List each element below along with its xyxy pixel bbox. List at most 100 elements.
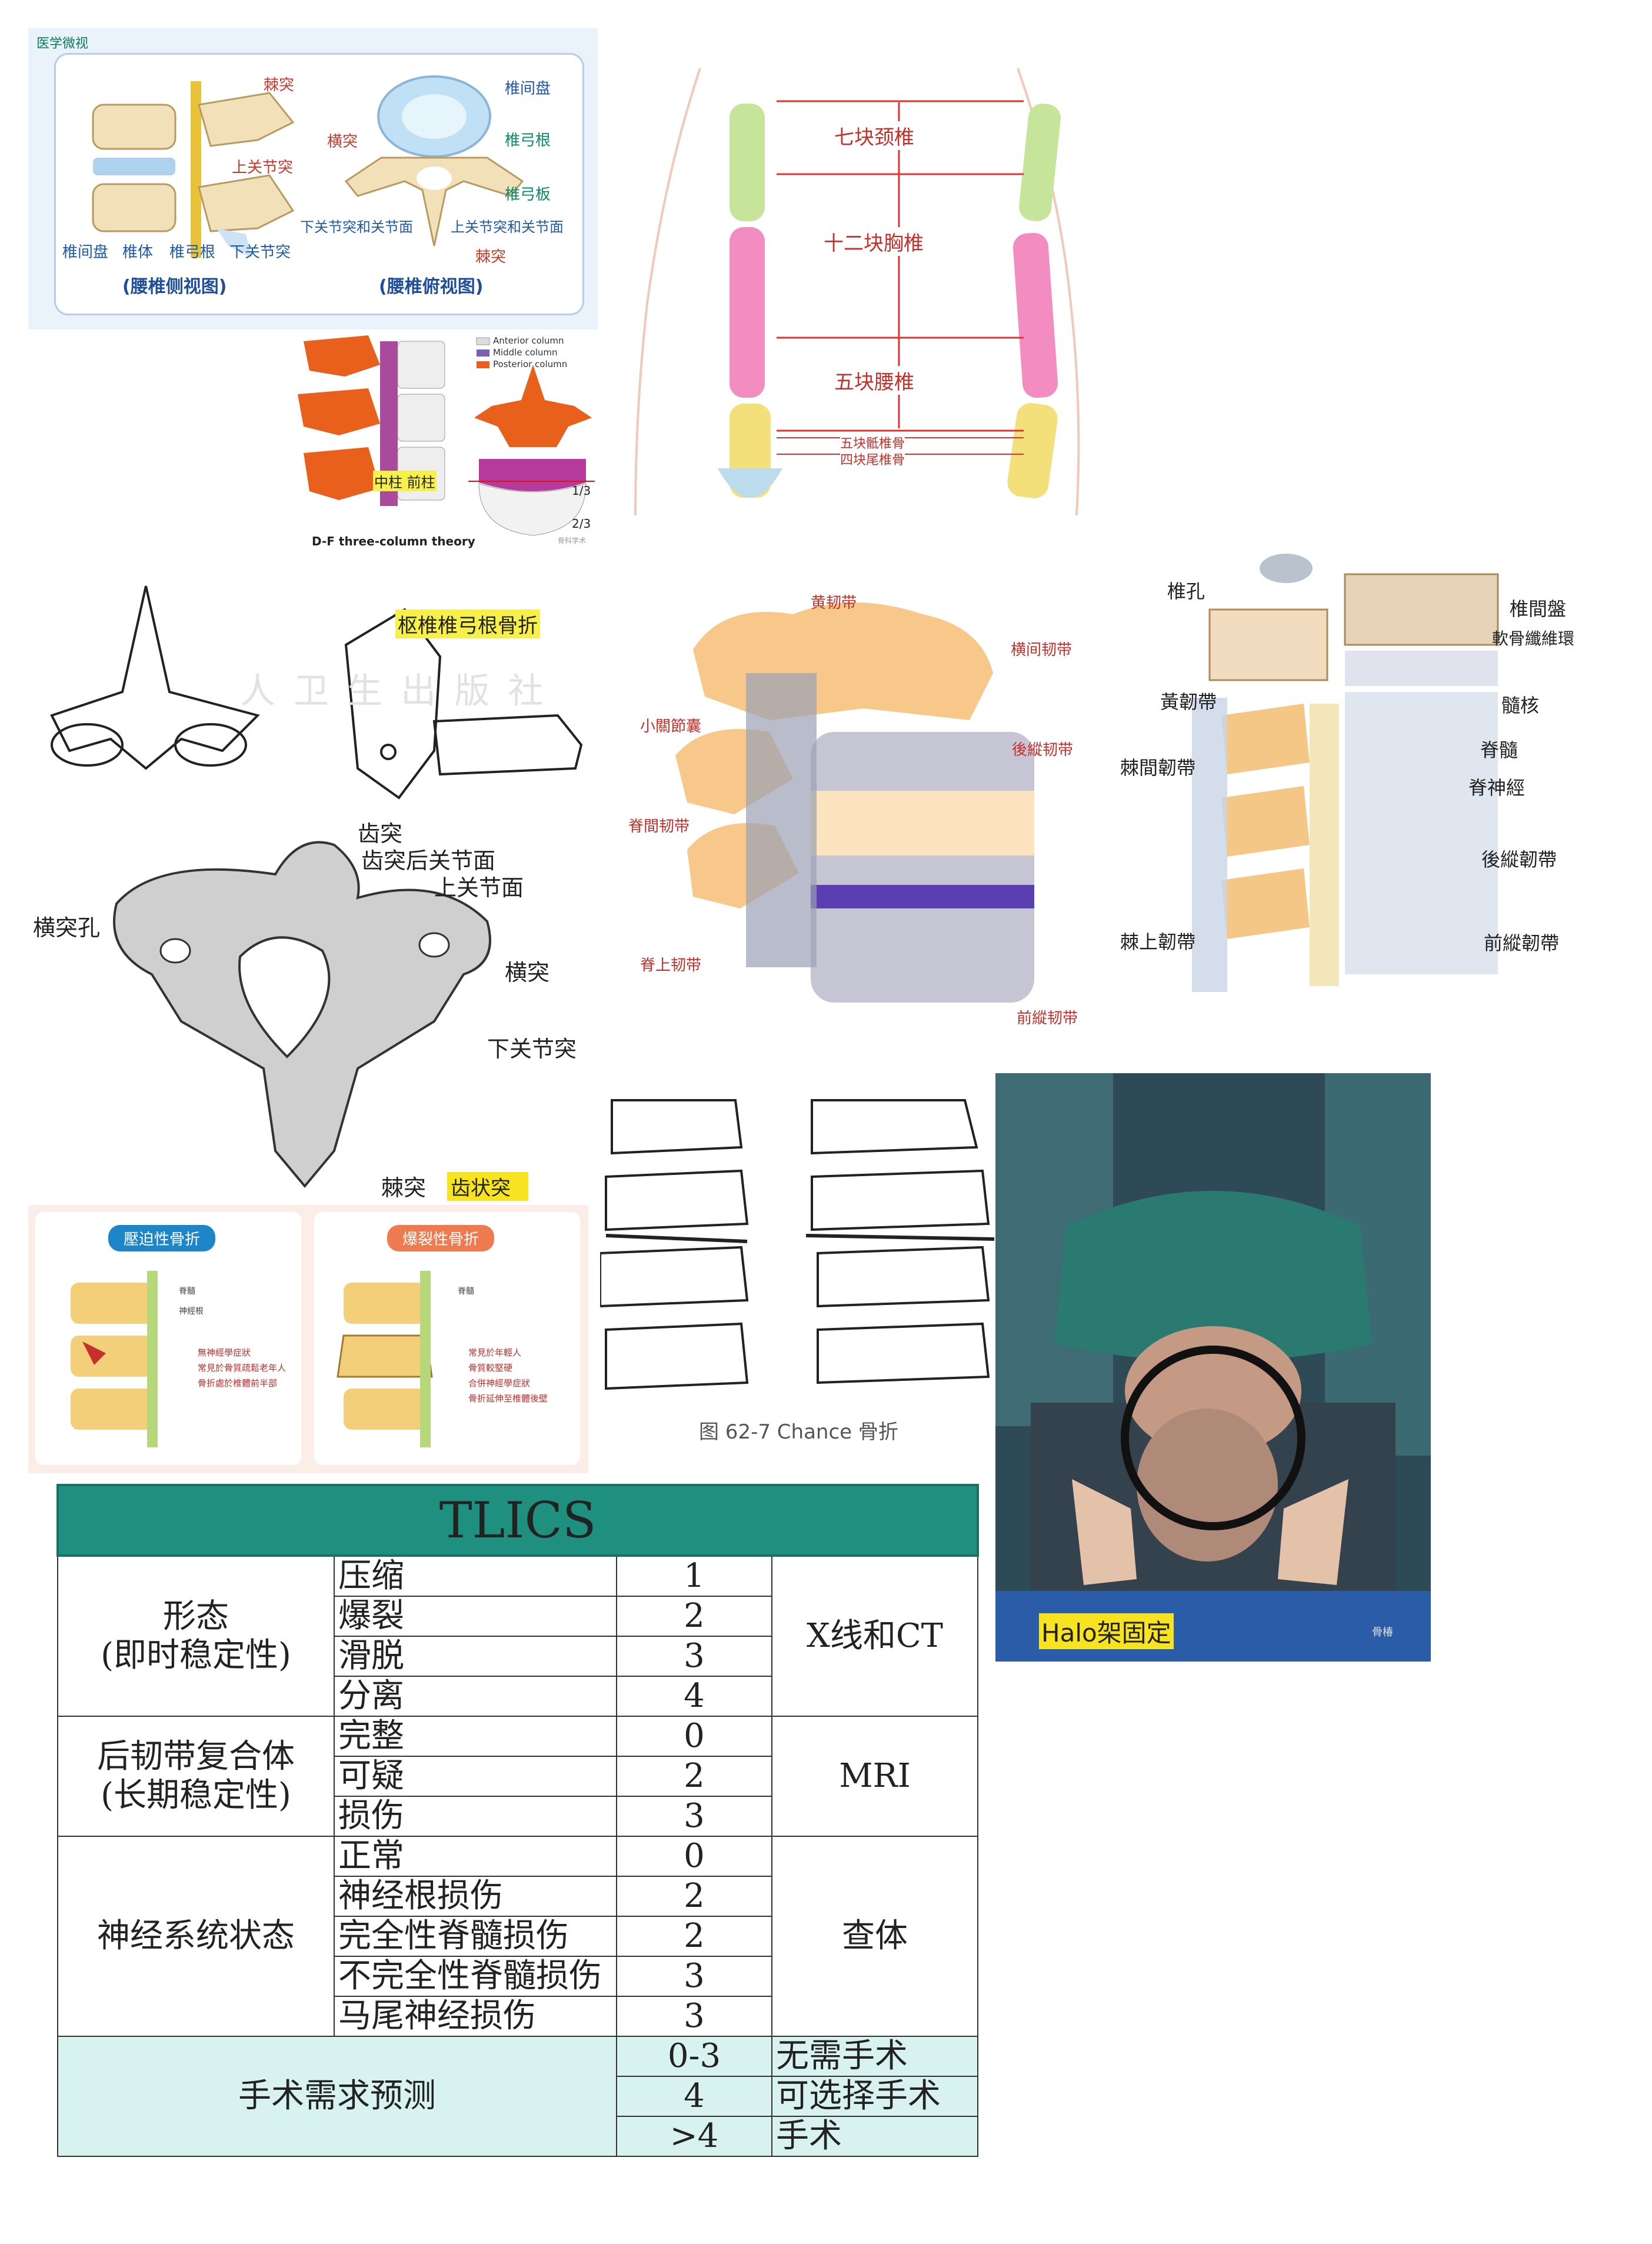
legend-anterior: Anterior column (493, 335, 564, 346)
chance-fracture-panel: 图 62-7 Chance 骨折 (600, 1088, 1000, 1465)
caption-lateral-view: (腰椎侧视图) (122, 277, 227, 297)
top-label-superior-facet: 上关节突和关节面 (451, 219, 564, 235)
canal-label-anterior-longitudinal: 前縱韌帶 (1484, 932, 1560, 954)
burst-bullet-1: 常見於年輕人 (468, 1347, 522, 1358)
axis-highlight-label: 枢椎椎弓根骨折 (395, 610, 540, 638)
row-translation-label: 滑脱 (334, 1636, 617, 1677)
row-suspected-score: 2 (616, 1756, 772, 1797)
canal-label-flavum: 黃韌帶 (1160, 691, 1217, 713)
tlics-title: TLICS (56, 1484, 979, 1557)
surgery-advice-3: 手术 (771, 2116, 978, 2157)
row-intact-score: 0 (616, 1716, 772, 1757)
burst-bullet-3: 合併神經學症狀 (468, 1378, 531, 1389)
ligament-label-intertransverse: 横间韧带 (1011, 641, 1073, 659)
three-column-source: 骨科学术 (558, 537, 587, 545)
ligament-label-posterior-longitudinal: 後縱韧带 (1012, 741, 1074, 759)
row-distraction-label: 分离 (334, 1676, 617, 1717)
axis-label-dens: 齿突 (358, 821, 403, 847)
axis-label-dens-posterior-facet: 齿突后关节面 (361, 848, 496, 874)
group-plc-line1: 后韧带复合体 (97, 1737, 295, 1776)
group-plc-line2: (长期稳定性) (101, 1776, 291, 1814)
segment-sacral: 五块骶椎骨 (840, 433, 905, 452)
compression-bullet-3: 骨折處於椎體前半部 (198, 1378, 278, 1389)
canal-illustration (1192, 554, 1499, 992)
spine-illustration (634, 68, 1080, 515)
segment-lumbar: 五块腰椎 (834, 366, 914, 395)
legend-posterior: Posterior column (493, 359, 568, 369)
axis-watermark: 人 卫 生 出 版 社 (240, 671, 547, 712)
lateral-label-disc: 椎间盘 (62, 244, 109, 261)
caption-top-view: (腰椎俯视图) (379, 277, 484, 297)
ratio-bottom: 2/3 (572, 517, 591, 531)
fracture-types-panel: 壓迫性骨折 脊髓 神經根 無神經學症狀 常見於骨質疏鬆老年人 骨折處於椎體前半部… (28, 1205, 588, 1473)
surgery-range-2: 4 (616, 2076, 772, 2117)
axis-tag: 齿状突 (447, 1172, 528, 1201)
chance-caption: 图 62-7 Chance 骨折 (699, 1420, 898, 1444)
surgery-range-3: >4 (616, 2116, 772, 2157)
row-compression-label: 压缩 (334, 1555, 617, 1597)
ligament-illustration (675, 602, 1034, 1003)
row-suspected-label: 可疑 (334, 1756, 617, 1797)
compression-bullet-1: 無神經學症狀 (198, 1347, 251, 1358)
canal-label-annulus: 軟骨纖維環 (1492, 629, 1575, 648)
top-label-spinous: 棘突 (475, 248, 507, 266)
ligament-label-interspinous: 脊間韧带 (628, 818, 690, 835)
burst-illustration (337, 1271, 433, 1447)
group-plc-method: MRI (771, 1716, 978, 1837)
canal-label-nerve: 脊神經 (1468, 777, 1526, 799)
row-normal-score: 0 (616, 1836, 772, 1877)
group-neuro-line1: 神经系统状态 (97, 1917, 295, 1955)
lumbar-lateral-illustration (92, 81, 295, 258)
ligaments-panel: 黄韧带 横间韧带 小關節囊 後縱韧带 脊間韧带 脊上韧带 前縱韧带 (617, 579, 1097, 1036)
surgery-advice-2: 可选择手术 (771, 2076, 978, 2117)
row-intact-label: 完整 (334, 1716, 617, 1757)
halo-caption: Halo架固定 (1039, 1613, 1174, 1649)
burst-bullet-4: 骨折延伸至椎體後壁 (468, 1393, 548, 1404)
burst-card: 爆裂性骨折 脊髓 常見於年輕人 骨質較堅硬 合併神經學症狀 骨折延伸至椎體後壁 (314, 1212, 580, 1465)
burst-title: 爆裂性骨折 (387, 1225, 495, 1251)
row-root-label: 神经根损伤 (334, 1876, 617, 1917)
axis-label-spinous: 棘突 (381, 1175, 427, 1201)
lumbar-vertebra-panel: 医学微视 棘突 上关节突 椎间盘 椎体 椎弓根 下关节突 椎间盘 横突 椎弓根 … (28, 28, 598, 329)
canal-label-foramen: 椎孔 (1167, 580, 1205, 602)
group-plc: 后韧带复合体 (长期稳定性) (57, 1716, 335, 1837)
spine-segments-panel: 七块颈椎 十二块胸椎 五块腰椎 五块骶椎骨 四块尾椎骨 (612, 56, 1092, 515)
top-label-pedicle: 椎弓根 (505, 132, 551, 149)
axis-label-inferior-facet: 下关节突 (487, 1036, 577, 1062)
lateral-label-inferior-facet: 下关节突 (229, 244, 291, 261)
group-neuro: 神经系统状态 (57, 1836, 335, 2037)
row-distraction-score: 4 (616, 1676, 772, 1717)
axis-label-transverse: 横突 (505, 960, 550, 986)
burst-label-cord: 脊髓 (458, 1287, 474, 1296)
compression-card: 壓迫性骨折 脊髓 神經根 無神經學症狀 常見於骨質疏鬆老年人 骨折處於椎體前半部 (35, 1212, 301, 1465)
halo-photo-panel: Halo架固定 骨椿 (995, 1073, 1431, 1662)
ligament-label-flavum: 黄韧带 (811, 594, 857, 612)
row-complete-cord-score: 2 (616, 1916, 772, 1957)
axis-label-transverse-foramen: 横突孔 (33, 915, 101, 941)
axis-label-superior-facet: 上关节面 (434, 875, 524, 901)
row-normal-label: 正常 (334, 1836, 617, 1877)
axis-sketch-bottom (113, 841, 491, 1188)
compression-bullet-2: 常見於骨質疏鬆老年人 (198, 1363, 287, 1373)
canal-label-interspinous: 棘間韌帶 (1120, 757, 1196, 779)
compression-title: 壓迫性骨折 (108, 1225, 216, 1251)
canal-label-posterior-longitudinal: 後縱韌帶 (1481, 848, 1557, 871)
surgery-range-1: 0-3 (616, 2036, 772, 2077)
top-label-inferior-facet: 下关节突和关节面 (300, 219, 413, 235)
row-incomplete-cord-label: 不完全性脊髓损伤 (334, 1956, 617, 1997)
surgery-advice-1: 无需手术 (771, 2036, 978, 2077)
canal-label-supraspinous: 棘上韌帶 (1120, 931, 1196, 953)
ratio-top: 1/3 (572, 484, 591, 498)
compression-label-root: 神經根 (179, 1307, 204, 1316)
row-injured-score: 3 (616, 1796, 772, 1837)
row-cauda-label: 马尾神经损伤 (334, 1996, 617, 2037)
halo-photo-illustration (995, 1073, 1431, 1662)
compression-illustration (71, 1271, 158, 1447)
row-burst-label: 爆裂 (334, 1596, 617, 1637)
group-morphology-line2: (即时稳定性) (101, 1636, 291, 1674)
burst-bullet-2: 骨質較堅硬 (468, 1363, 513, 1373)
canal-label-nucleus: 髓核 (1501, 694, 1540, 717)
row-burst-score: 2 (616, 1596, 772, 1637)
lumbar-top-illustration (344, 75, 524, 247)
ligament-label-supraspinous: 脊上韧带 (640, 957, 702, 974)
